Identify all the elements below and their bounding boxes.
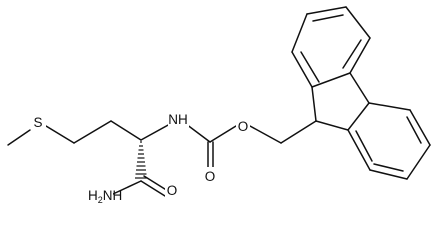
atom-sulfur: S	[33, 115, 42, 130]
atom-amide-nitrogen: NH	[168, 112, 188, 127]
bond-calpha-nh	[140, 123, 171, 141]
chemical-structure-diagram: S NH O O O H2NH	[7, 6, 431, 205]
atom-carbamate-oxygen: O	[238, 119, 249, 134]
bond-o-ch2	[249, 125, 282, 144]
bond-nh-carbonyl	[185, 123, 211, 143]
bond-carbonyl-o-2	[143, 175, 169, 192]
backbone-bonds	[7, 120, 171, 197]
fluorene-bonds	[291, 6, 431, 180]
bond-carbonyl-nh2	[112, 180, 142, 195]
bond-s-ch2	[45, 125, 75, 144]
bond-ch2-ch2	[73, 120, 112, 144]
stereo-hash-bond	[135, 141, 147, 179]
bond-methyl-s	[7, 129, 31, 146]
atom-amide-nh2: H2NH	[88, 188, 122, 205]
carbamate-bonds	[185, 120, 317, 168]
atom-carbamate-carbonyl-oxygen: O	[205, 169, 216, 184]
bond-carbonyl-o-1	[140, 180, 166, 197]
atom-amide-carbonyl-oxygen: O	[167, 183, 178, 198]
bond-ch2-calpha	[110, 120, 142, 141]
bond-carbonyl-o-ester	[209, 125, 237, 143]
bond-ch2-c9	[280, 120, 317, 144]
atom-labels: S NH O O O H2NH	[31, 110, 250, 205]
